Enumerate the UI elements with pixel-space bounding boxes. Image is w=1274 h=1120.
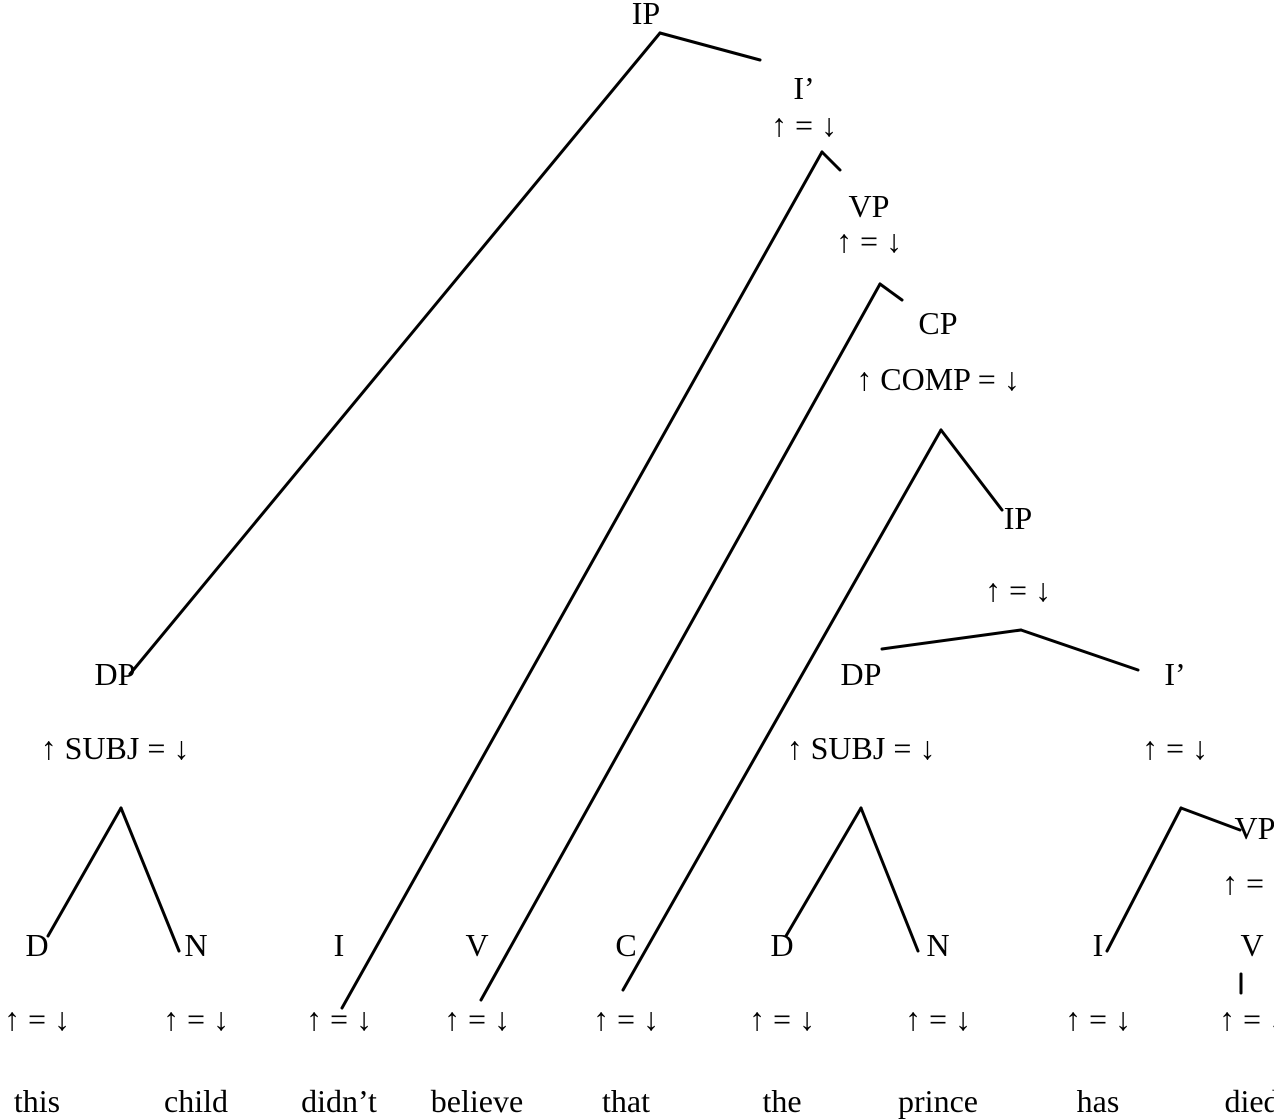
edge-dp-2-to-d-2 [784,806,863,938]
word-i-1: didn’t [301,1083,377,1119]
annotation-v-2: ↑ = ↓ [1219,1001,1274,1037]
word-d-1: this [14,1083,60,1119]
annotation-cp: ↑ COMP = ↓ [856,361,1020,397]
word-n-1: child [164,1083,228,1119]
tree-edges [46,31,1243,1010]
node-label-ibar-1: I’ [793,70,814,106]
annotation-ip-embedded: ↑ = ↓ [985,572,1051,608]
annotation-n-2: ↑ = ↓ [905,1001,971,1037]
annotation-c-1: ↑ = ↓ [593,1001,659,1037]
word-i-2: has [1077,1083,1120,1119]
edge-ip-root-to-ibar-1 [658,31,762,62]
node-label-i-2: I [1093,927,1104,963]
node-label-d-1: D [25,927,48,963]
annotation-ibar-1: ↑ = ↓ [771,107,837,143]
edge-ibar-2-to-vp-2 [1179,806,1242,832]
edge-ibar-1-to-vp-1 [820,150,842,172]
annotation-dp-2: ↑ SUBJ = ↓ [787,730,936,766]
edge-ibar-1-to-i-1 [340,150,824,1010]
edge-cp-to-c-1 [621,428,943,992]
edge-ip-embedded-to-dp-2 [880,628,1023,651]
node-label-ibar-2: I’ [1164,656,1185,692]
edge-vp-1-to-cp [878,282,904,302]
edge-dp-1-to-d-1 [46,806,123,938]
node-label-i-1: I [334,927,345,963]
annotation-vp-2: ↑ = ↓ [1222,865,1274,901]
node-label-n-1: N [184,927,207,963]
annotation-ibar-2: ↑ = ↓ [1142,730,1208,766]
word-c-1: that [602,1083,650,1119]
word-v-2: died [1224,1083,1274,1119]
node-label-n-2: N [926,927,949,963]
annotation-d-1: ↑ = ↓ [4,1001,70,1037]
annotation-v-1: ↑ = ↓ [444,1001,510,1037]
edge-dp-2-to-n-2 [859,806,920,953]
annotation-dp-1: ↑ SUBJ = ↓ [41,730,190,766]
word-d-2: the [762,1083,801,1119]
node-label-vp-1: VP [849,188,890,224]
node-label-dp-1: DP [95,656,136,692]
node-label-c-1: C [615,927,636,963]
edge-ibar-2-to-i-2 [1105,806,1183,953]
node-label-cp: CP [918,305,957,341]
annotation-d-2: ↑ = ↓ [749,1001,815,1037]
node-label-v-1: V [465,927,488,963]
tree-labels: IPI’↑ = ↓VP↑ = ↓CP↑ COMP = ↓IP↑ = ↓DP↑ S… [4,0,1274,1119]
node-label-d-2: D [770,927,793,963]
edge-ip-embedded-to-ibar-2 [1019,628,1140,672]
word-n-2: prince [898,1083,978,1119]
annotation-i-1: ↑ = ↓ [306,1001,372,1037]
edge-vp-1-to-v-1 [479,282,882,1002]
annotation-i-2: ↑ = ↓ [1065,1001,1131,1037]
edge-dp-1-to-n-1 [119,806,181,953]
edge-cp-to-ip-embedded [939,428,1004,512]
node-label-ip-embedded: IP [1004,500,1032,536]
annotation-vp-1: ↑ = ↓ [836,223,902,259]
edge-ip-root-to-dp-1 [128,31,662,676]
annotation-n-1: ↑ = ↓ [163,1001,229,1037]
node-label-ip-root: IP [632,0,660,31]
node-label-v-2: V [1240,927,1263,963]
node-label-vp-2: VP [1235,810,1274,846]
word-v-1: believe [431,1083,523,1119]
node-label-dp-2: DP [841,656,882,692]
